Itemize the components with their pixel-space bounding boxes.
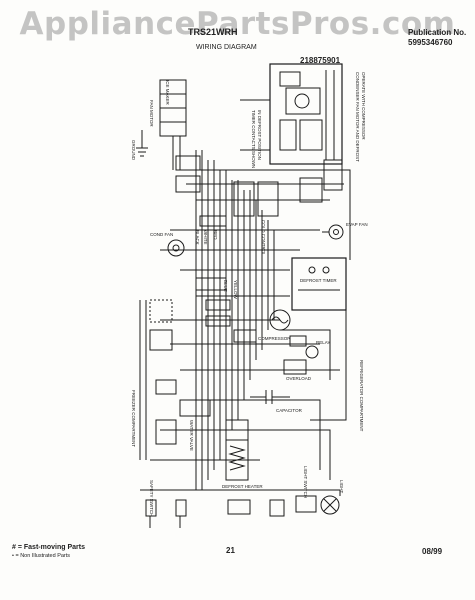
top-right-inset <box>240 63 343 165</box>
light-switch-label: LIGHT SWITCH <box>303 466 308 498</box>
red-wire-label: RED <box>213 230 218 240</box>
freezer-compartment-label: FREEZER COMPARTMENT <box>131 390 136 447</box>
overload-relay: OVERLOAD RELAY <box>283 335 330 381</box>
diagram-title: WIRING DIAGRAM <box>196 44 257 51</box>
publication-label: Publication No. <box>408 28 467 37</box>
model-number: TRS21WRH <box>188 27 238 37</box>
bottom-components <box>140 489 341 528</box>
right-wire-loops <box>270 169 351 480</box>
legend-fast-moving: # = Fast-moving Parts <box>12 544 85 551</box>
defrost-heater: DEFROST HEATER <box>222 439 263 489</box>
diagram-part-number: 218875901 <box>300 56 341 65</box>
refrigerator-compartment-label: REFRIGERATOR COMPARTMENT <box>359 360 364 432</box>
defrost-timer-label: DEFROST TIMER <box>300 278 337 283</box>
evap-fan-motor: EVAP FAN <box>322 222 368 240</box>
legend-non-illustrated: • = Non Illustrated Parts <box>12 553 70 559</box>
ice-maker-block <box>159 79 187 170</box>
svg-text:TIMER CONTACTS SHOWN: TIMER CONTACTS SHOWN <box>251 110 256 168</box>
non-illustrated-symbol: • <box>12 553 14 559</box>
connector-blocks <box>175 155 343 461</box>
wire-harness <box>150 150 340 491</box>
overload-label: OVERLOAD <box>286 376 312 381</box>
site-watermark: AppliancePartsPros.com <box>19 6 456 42</box>
cold-control-label: COLD CONTROL <box>261 220 266 256</box>
cond-fan-label: COND FAN <box>150 232 173 237</box>
publication-date: 08/99 <box>422 547 443 556</box>
fast-moving-symbol: # <box>12 544 16 551</box>
publication-number: 5995346760 <box>408 38 453 47</box>
defrost-heater-label: DEFROST HEATER <box>222 484 263 489</box>
capacitor-label: CAPACITOR <box>276 408 303 413</box>
defrost-timer: DEFROST TIMER <box>291 257 347 311</box>
svg-text:IN DEFROST POSITION: IN DEFROST POSITION <box>257 110 262 160</box>
fan-motor-label: FAN MOTOR <box>149 100 154 127</box>
fast-moving-text: = Fast-moving Parts <box>17 544 85 551</box>
capacitor: CAPACITOR <box>250 390 303 413</box>
water-valve-label: WATER VALVE <box>189 420 194 451</box>
cond-fan-motor: COND FAN <box>150 232 185 257</box>
white-wire-label: WHITE <box>203 230 208 245</box>
svg-text:CONDENSER FAN MOTOR AND DEFROS: CONDENSER FAN MOTOR AND DEFROST <box>355 72 360 162</box>
left-components <box>139 299 177 460</box>
yellow-wire-label: YELLOW <box>233 280 238 300</box>
light-label: LIGHT <box>339 480 344 494</box>
ground-label: GROUND <box>131 140 136 161</box>
black-wire-label: BLACK <box>195 230 200 245</box>
svg-text:OPERATE WITH COMPRESSOR: OPERATE WITH COMPRESSOR <box>361 72 366 140</box>
page-number: 21 <box>226 546 235 555</box>
non-illustrated-text: = Non Illustrated Parts <box>15 553 71 559</box>
evap-fan-label: EVAP FAN <box>346 222 368 227</box>
compressor-label: COMPRESSOR <box>258 336 291 341</box>
relay-label: RELAY <box>316 340 330 345</box>
ice-maker-label: ICE MAKER <box>165 80 170 106</box>
ground-symbol <box>136 130 148 157</box>
safety-switch-label: SAFETY SWITCH <box>149 480 154 516</box>
vertical-notes: CONDENSER FAN MOTOR AND DEFROST OPERATE … <box>131 72 366 516</box>
compressor: COMPRESSOR <box>258 309 291 341</box>
